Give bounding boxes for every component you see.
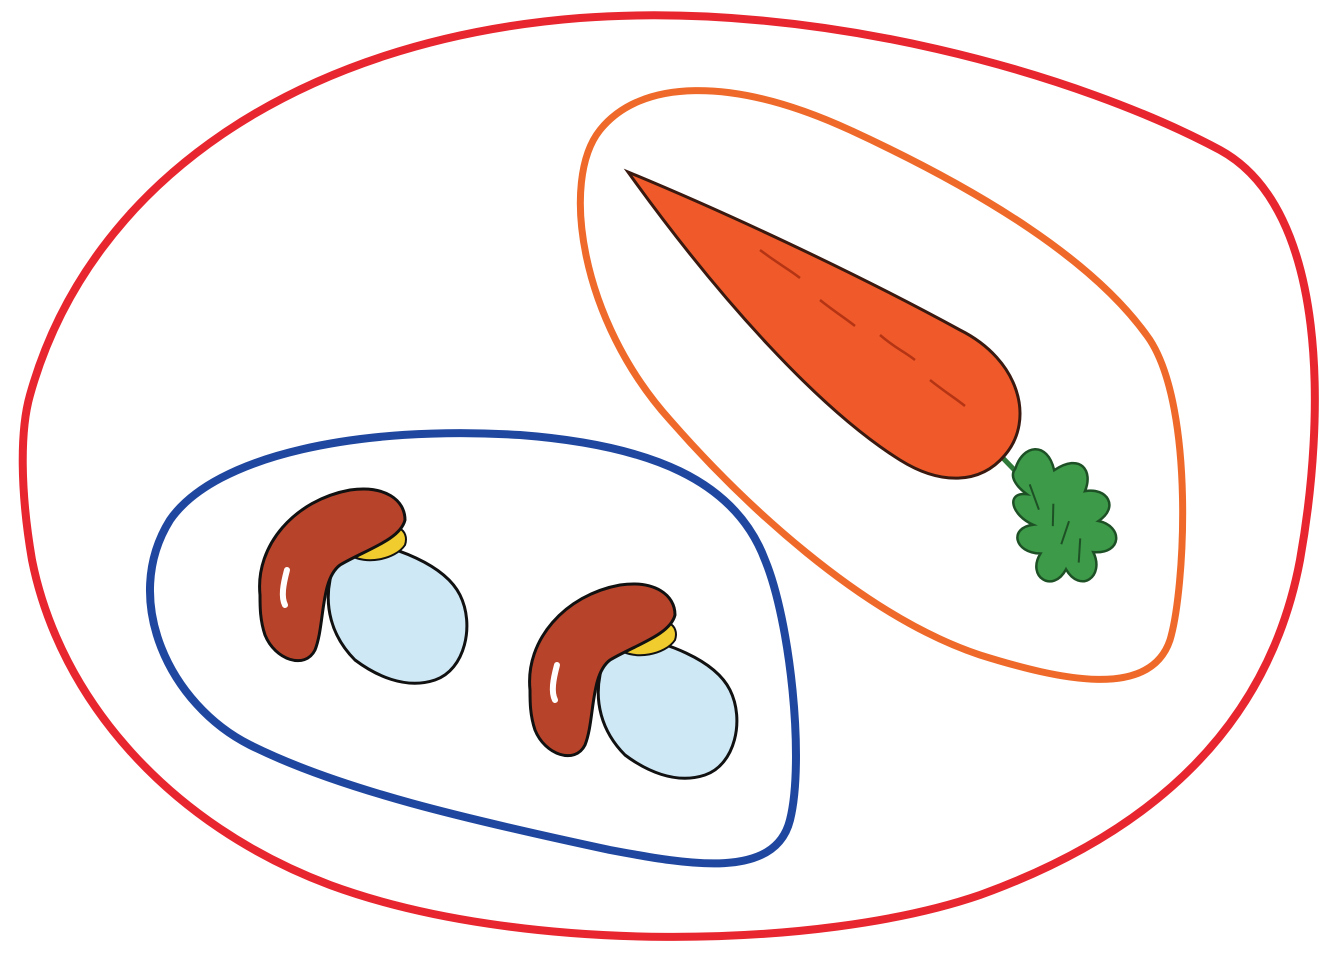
carrot-body (628, 172, 1020, 478)
mushroom-icon (260, 489, 467, 683)
mushroom-icon (530, 584, 737, 778)
mushroom-set-outline (150, 433, 796, 863)
carrot-icon (628, 172, 1140, 601)
